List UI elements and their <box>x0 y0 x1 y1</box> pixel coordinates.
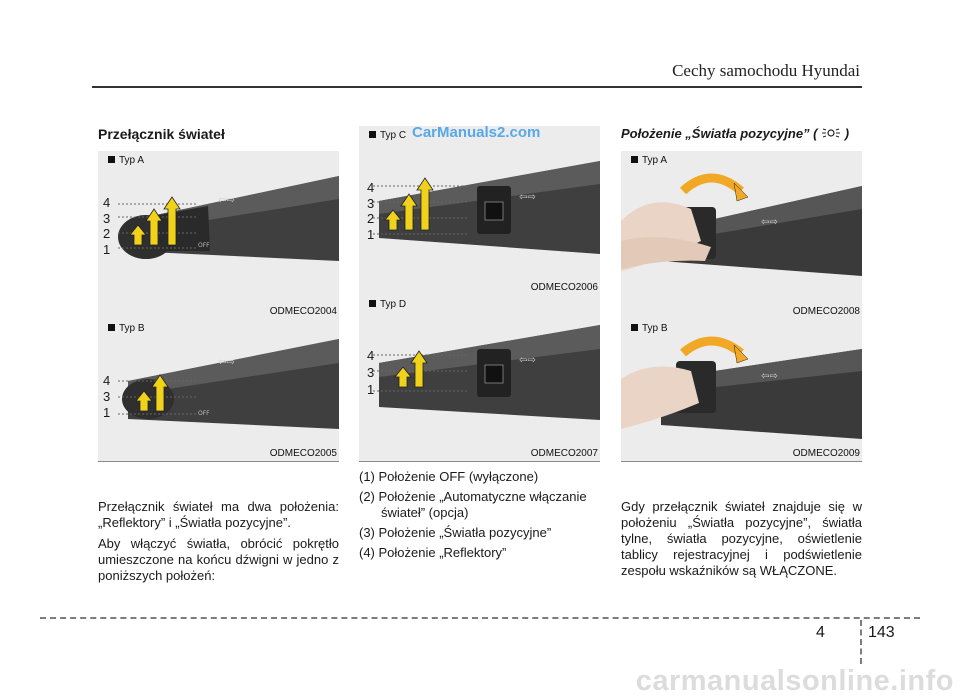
footer-rule <box>40 617 920 619</box>
parking-light-icon <box>822 128 841 138</box>
figure-tag: Typ A <box>108 155 144 166</box>
list-item: (4) Położenie „Reflektory” <box>359 545 507 560</box>
position-number-labels: 4 3 1 <box>103 373 111 420</box>
figure-type-a-hand-turning: ⇦⇨ Typ A ODMECO2008 <box>621 151 862 320</box>
hand-turning-illustration: ⇦⇨ <box>621 173 862 276</box>
site-watermark-footer: carmanualsonline.info <box>635 665 954 697</box>
chapter-number: 4 <box>816 624 825 641</box>
svg-text:OFF: OFF <box>198 242 210 249</box>
svg-text:⇦⇨: ⇦⇨ <box>218 357 235 368</box>
position-number-labels: 4 3 2 1 <box>103 195 111 257</box>
figure-tag: Typ D <box>369 299 406 310</box>
section-heading-parking-lights: Położenie „Światła pozycyjne” ( ) <box>621 126 850 141</box>
svg-text:⇦⇨: ⇦⇨ <box>761 217 778 228</box>
figure-code: ODMECO2009 <box>792 448 860 459</box>
header-rule <box>92 86 862 88</box>
figure-code: ODMECO2007 <box>530 448 598 459</box>
page-number: 143 <box>868 624 895 641</box>
figure-tag: Typ B <box>108 323 145 334</box>
figure-type-c-stalk: ⇦⇨ Typ C 4 3 2 1 ODMECO2006 <box>359 126 600 296</box>
figure-type-d-stalk: ⇦⇨ Typ D 4 3 1 ODMECO2007 <box>359 295 600 462</box>
figure-tag: Typ A <box>631 155 667 166</box>
section-heading-light-switch: Przełącznik świateł <box>98 126 225 142</box>
paragraph-two-positions: Przełącznik świateł ma dwa położenia: „R… <box>98 499 339 530</box>
chapter-header-title: Cechy samochodu Hyundai <box>672 61 860 80</box>
svg-text:⇦⇨: ⇦⇨ <box>519 355 536 366</box>
paragraph-turn-knob: Aby włączyć światła, obrócić pokrętło um… <box>98 536 339 583</box>
list-item: (3) Położenie „Światła pozycyjne” <box>359 525 552 540</box>
figure-code: ODMECO2006 <box>530 282 598 293</box>
svg-text:⇦⇨: ⇦⇨ <box>218 195 235 206</box>
figure-tag: Typ B <box>631 323 668 334</box>
position-number-labels: 4 3 1 <box>367 348 375 397</box>
figure-code: ODMECO2004 <box>269 306 337 317</box>
figure-code: ODMECO2005 <box>269 448 337 459</box>
list-item: (2) Położenie „Automatyczne włączanie św… <box>359 489 587 520</box>
figure-code: ODMECO2008 <box>792 306 860 317</box>
hand-turning-illustration: ⇦⇨ <box>621 336 862 439</box>
site-watermark: CarManuals2.com <box>412 124 541 141</box>
stalk-illustration: ⇦⇨ <box>373 161 600 254</box>
page-number-divider <box>860 620 862 664</box>
svg-text:⇦⇨: ⇦⇨ <box>761 371 778 382</box>
figure-type-b-hand-turning: ⇦⇨ Typ B ODMECO2009 <box>621 319 862 462</box>
paragraph-parking-lights-on: Gdy przełącznik świateł znajduje się w p… <box>621 499 862 578</box>
list-item: (1) Położenie OFF (wyłączone) <box>359 469 539 484</box>
stalk-illustration: ⇦⇨ OFF <box>118 339 339 429</box>
figure-type-b-stalk: ⇦⇨ OFF Typ B 4 3 1 ODMECO2005 <box>98 319 339 462</box>
positions-list: (1) Położenie OFF (wyłączone) (2) Położe… <box>359 469 600 565</box>
svg-text:OFF: OFF <box>198 410 210 417</box>
stalk-illustration: ⇦⇨ <box>373 325 600 420</box>
figure-tag: Typ C <box>369 130 406 141</box>
position-number-labels: 4 3 2 1 <box>367 180 375 242</box>
stalk-illustration: ⇦⇨ OFF <box>118 176 339 261</box>
svg-text:⇦⇨: ⇦⇨ <box>519 192 536 203</box>
figure-type-a-stalk: ⇦⇨ OFF Typ A 4 3 2 1 ODMECO2004 <box>98 151 339 320</box>
